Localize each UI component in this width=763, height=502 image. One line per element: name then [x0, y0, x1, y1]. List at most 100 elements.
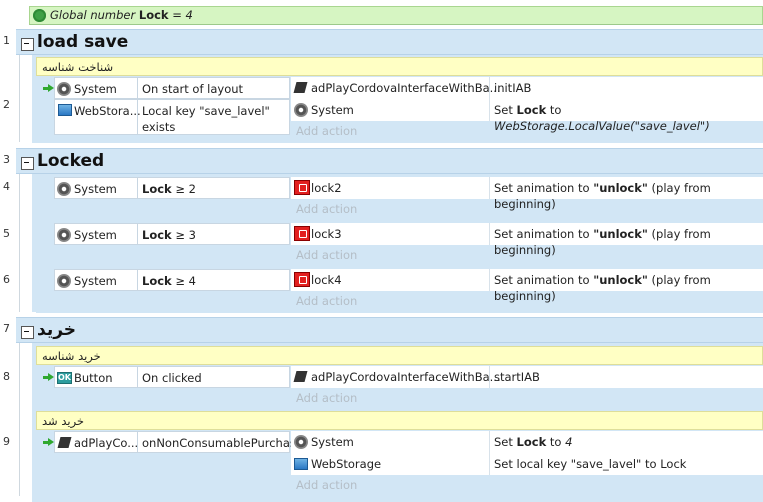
condition-object: WebStora...	[74, 104, 141, 118]
condition-row[interactable]: System Lock ≥ 3	[54, 223, 290, 245]
collapse-toggle[interactable]	[21, 157, 34, 170]
add-action-link[interactable]: Add action	[296, 294, 358, 308]
trigger-arrow-icon	[43, 438, 54, 446]
condition-row[interactable]: adPlayCo... onNonConsumablePurchased	[54, 431, 291, 453]
globe-icon	[33, 9, 46, 22]
tree-line	[19, 341, 20, 496]
condition-row[interactable]: OK Button On clicked	[54, 366, 290, 388]
condition-object: adPlayCo...	[74, 436, 139, 450]
global-variable-text: Global number Lock = 4	[50, 8, 193, 22]
action-object: adPlayCordovaInterfaceWithBa...	[311, 81, 501, 95]
action-text: startIAB	[494, 370, 540, 384]
condition-text: Lock ≥ 3	[142, 228, 196, 242]
action-object: lock3	[311, 227, 342, 241]
comment-row[interactable]: خرید شناسه	[36, 346, 763, 365]
condition-text: Local key "save_lavel" exists	[142, 104, 270, 134]
comment-text: شناخت شناسه	[42, 60, 114, 74]
condition-row[interactable]: WebStora... Local key "save_lavel" exist…	[54, 99, 290, 135]
comment-text: خرید شد	[42, 414, 85, 428]
line-number: 2	[3, 98, 10, 111]
add-action-row[interactable]: Add action	[291, 199, 763, 219]
condition-text: On start of layout	[142, 82, 244, 96]
group-purchase[interactable]: خرید	[16, 317, 763, 343]
action-text: initIAB	[494, 81, 532, 95]
line-number: 4	[3, 180, 10, 193]
action-object: System	[311, 103, 354, 117]
event-row[interactable]: System Lock ≥ 3 lock3 Set animation to "…	[36, 223, 763, 267]
line-number: 5	[3, 227, 10, 240]
line-number: 9	[3, 435, 10, 448]
group-title: Locked	[37, 151, 105, 171]
plugin-icon	[293, 81, 308, 95]
plugin-icon	[57, 436, 72, 450]
condition-object: System	[74, 274, 117, 288]
condition-object: System	[74, 82, 117, 96]
tree-line	[19, 172, 20, 312]
line-number: 1	[3, 34, 10, 47]
event-row[interactable]: System Lock ≥ 2 lock2 Set animation to "…	[36, 177, 763, 221]
add-action-link[interactable]: Add action	[296, 248, 358, 262]
add-action-link[interactable]: Add action	[296, 202, 358, 216]
action-text: Set animation to "unlock" (play from beg…	[494, 227, 711, 257]
trigger-arrow-icon	[43, 84, 54, 92]
condition-object: Button	[74, 371, 113, 385]
add-action-link[interactable]: Add action	[296, 391, 358, 405]
action-text: Set animation to "unlock" (play from beg…	[494, 273, 711, 303]
action-row[interactable]: adPlayCordovaInterfaceWithBa... initIAB	[291, 77, 763, 99]
action-row[interactable]: System Set Lock to 4	[291, 431, 763, 453]
gear-icon	[57, 182, 71, 196]
comment-row[interactable]: شناخت شناسه	[36, 57, 763, 76]
event-row[interactable]: System Lock ≥ 4 lock4 Set animation to "…	[36, 269, 763, 313]
action-object: lock2	[311, 181, 342, 195]
action-text: Set Lock to WebStorage.LocalValue("save_…	[494, 103, 710, 133]
action-row[interactable]: lock4 Set animation to "unlock" (play fr…	[291, 269, 763, 303]
group-title: خرید	[37, 320, 77, 340]
add-action-row[interactable]: Add action	[291, 245, 763, 265]
condition-row[interactable]: System Lock ≥ 2	[54, 177, 290, 199]
collapse-toggle[interactable]	[21, 38, 34, 51]
action-object: System	[311, 435, 354, 449]
action-text: Set local key "save_lavel" to Lock	[494, 457, 687, 471]
webstorage-icon	[58, 104, 72, 116]
add-action-row[interactable]: Add action	[291, 291, 763, 311]
action-row[interactable]: System Set Lock to WebStorage.LocalValue…	[291, 99, 763, 133]
add-action-link[interactable]: Add action	[296, 124, 358, 138]
action-object: adPlayCordovaInterfaceWithBa...	[311, 370, 501, 384]
line-number: 6	[3, 273, 10, 286]
condition-row[interactable]: System Lock ≥ 4	[54, 269, 290, 291]
collapse-toggle[interactable]	[21, 326, 34, 339]
tree-line	[19, 52, 20, 142]
condition-row[interactable]: System On start of layout	[54, 77, 290, 99]
action-text: Set animation to "unlock" (play from beg…	[494, 181, 711, 211]
global-variable-row[interactable]: Global number Lock = 4	[29, 6, 763, 25]
comment-row[interactable]: خرید شد	[36, 411, 763, 430]
action-row[interactable]: lock2 Set animation to "unlock" (play fr…	[291, 177, 763, 211]
add-action-link[interactable]: Add action	[296, 478, 358, 492]
action-row[interactable]: adPlayCordovaInterfaceWithBa... startIAB	[291, 366, 763, 388]
trigger-arrow-icon	[43, 373, 54, 381]
gear-icon	[294, 103, 308, 117]
group-load-save[interactable]: load save	[16, 29, 763, 55]
line-number: 8	[3, 370, 10, 383]
sprite-icon	[294, 272, 310, 287]
button-object-icon: OK	[57, 372, 72, 384]
line-number: 3	[3, 153, 10, 166]
webstorage-icon	[294, 458, 308, 470]
action-row[interactable]: WebStorage Set local key "save_lavel" to…	[291, 453, 763, 475]
group-title: load save	[37, 32, 129, 52]
gear-icon	[57, 82, 71, 96]
condition-text: On clicked	[142, 371, 202, 385]
add-action-row[interactable]: Add action	[291, 121, 763, 141]
condition-object: System	[74, 182, 117, 196]
add-action-row[interactable]: Add action	[291, 388, 763, 408]
group-locked[interactable]: Locked	[16, 148, 763, 174]
condition-text: Lock ≥ 2	[142, 182, 196, 196]
event-row[interactable]: OK Button On clicked adPlayCordovaInterf…	[36, 366, 763, 410]
action-row[interactable]: lock3 Set animation to "unlock" (play fr…	[291, 223, 763, 257]
condition-object: System	[74, 228, 117, 242]
sprite-icon	[294, 226, 310, 241]
comment-text: خرید شناسه	[42, 349, 101, 363]
event-row[interactable]: System On start of layout WebStora... Lo…	[36, 77, 763, 143]
add-action-row[interactable]: Add action	[291, 475, 763, 495]
event-row[interactable]: adPlayCo... onNonConsumablePurchased Sys…	[36, 431, 763, 497]
